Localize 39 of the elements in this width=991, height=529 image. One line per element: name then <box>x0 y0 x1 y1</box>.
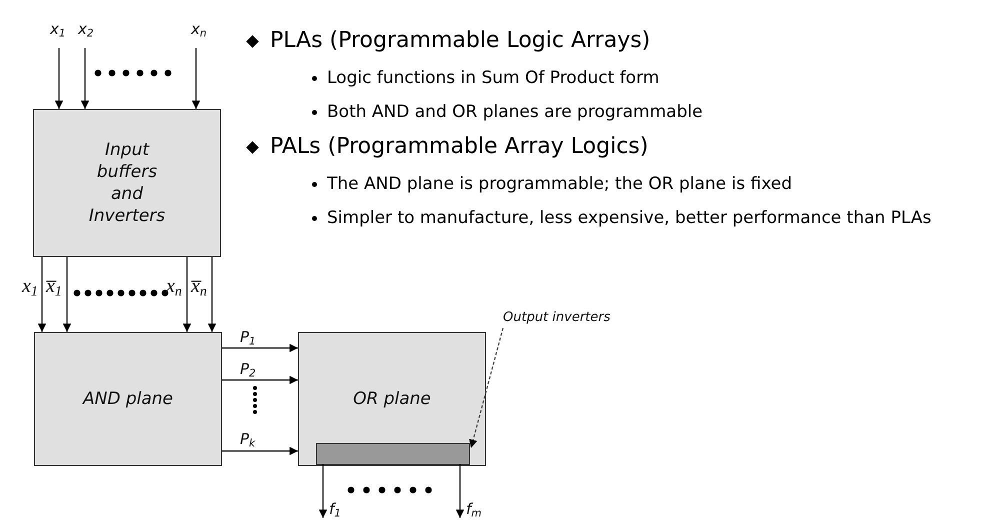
process-box <box>33 109 221 257</box>
process-box <box>34 332 222 466</box>
arrow <box>62 257 72 332</box>
bullet-text: Simpler to manufacture, less expensive, better performance than PLAs <box>327 207 932 230</box>
edge-label: x$_{2}$ <box>78 22 94 40</box>
bullet-text: PLAs (Programmable Logic Arrays) <box>270 27 650 55</box>
edge-label: x̅$_{1}$ <box>46 276 62 300</box>
arrow <box>222 446 298 456</box>
arrow <box>38 257 46 332</box>
edge-label: x$_{n}$ <box>191 22 207 40</box>
arrow <box>54 48 64 109</box>
callout-text: Output inverters <box>503 310 610 327</box>
bullet-text: Both AND and OR planes are programmable <box>327 101 703 124</box>
edge-label: x$_{1}$ <box>50 22 66 40</box>
edge-label: P$_{1}$ <box>240 330 256 348</box>
edge-label: x$_{1}$ <box>22 276 38 300</box>
arrow <box>80 48 90 109</box>
arrow <box>182 257 192 332</box>
edge-label: P$_{k}$ <box>240 432 256 450</box>
edge-label: x$_{n}$ <box>166 276 182 300</box>
edge-label: x̅$_{n}$ <box>191 276 207 300</box>
bullet-text: PALs (Programmable Array Logics) <box>270 133 648 161</box>
leader-line <box>469 328 504 448</box>
box-label: OR plane <box>353 388 431 410</box>
process-box <box>298 332 486 466</box>
box-label: AND plane <box>82 388 173 410</box>
edge-label: f$_{1}$ <box>329 502 341 520</box>
edge-label: f$_{m}$ <box>466 502 482 520</box>
arrow <box>222 344 298 352</box>
bullet-text: The AND plane is programmable; the OR plane is fixed <box>327 173 792 196</box>
arrow <box>318 464 328 518</box>
arrow <box>192 48 200 109</box>
arrow <box>222 376 298 384</box>
arrow <box>208 257 216 332</box>
arrow <box>456 464 464 518</box>
box-label: Input buffers and Inverters <box>88 138 166 228</box>
output-inverter-bar <box>316 443 470 465</box>
bullet-text: Logic functions in Sum Of Product form <box>327 67 660 90</box>
edge-label: P$_{2}$ <box>240 362 256 380</box>
